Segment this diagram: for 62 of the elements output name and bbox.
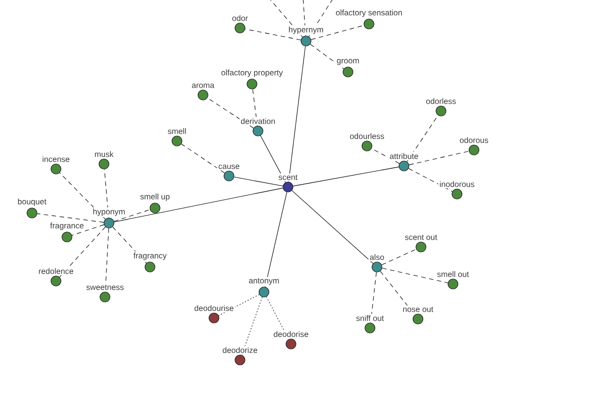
connector-line — [114, 188, 284, 222]
node-label: odorous — [460, 137, 488, 143]
node-label: antonym — [249, 278, 279, 285]
node-label: inodorous — [440, 181, 474, 187]
node-label: sniff out — [356, 315, 384, 321]
connector-line — [371, 148, 400, 164]
node-label: aroma — [192, 84, 214, 88]
node-label: bouquet — [18, 198, 46, 206]
connector-line — [382, 268, 448, 284]
connector-line — [114, 209, 150, 222]
connector-line — [308, 0, 334, 37]
connector-line — [268, 0, 303, 38]
connector-line — [234, 176, 284, 186]
node-label: smell — [168, 128, 186, 134]
connector-line — [408, 168, 453, 192]
node-label: redolence — [38, 268, 74, 274]
node-label: deodorize — [222, 347, 258, 353]
connector-line — [292, 190, 374, 264]
node-label: olfactory property — [221, 70, 283, 77]
connector-line — [59, 172, 106, 220]
node-label: olfactory sensation — [336, 10, 402, 17]
node-label: fragrance — [50, 222, 84, 230]
connector-line — [310, 25, 364, 40]
node-label: nose out — [403, 306, 434, 312]
connector-line — [310, 44, 344, 70]
connector-line — [292, 166, 400, 186]
node-label: also — [370, 254, 384, 260]
connector-line — [72, 224, 104, 236]
node-label: attribute — [390, 153, 418, 159]
connector-line — [406, 115, 438, 162]
node-label: scent out — [405, 234, 438, 240]
connector-line — [288, 46, 306, 182]
connector-line — [408, 150, 470, 166]
node-label: smell out — [437, 271, 469, 277]
connector-line — [382, 248, 416, 266]
connector-line — [244, 28, 302, 40]
node-label: fragrancy — [133, 252, 167, 260]
connector-line — [264, 192, 288, 288]
node-label: odor — [232, 15, 248, 21]
connector-line — [112, 226, 147, 264]
connector-line — [59, 226, 106, 278]
node-label: hyponym — [93, 208, 125, 216]
node-label: sweetness — [86, 284, 124, 290]
node-label: musk — [94, 151, 114, 157]
connector-line — [218, 294, 260, 316]
connector-line — [36, 213, 104, 223]
node-label: odourless — [350, 133, 384, 139]
node-label: smell up — [140, 194, 170, 201]
connector-line — [260, 135, 286, 183]
node-label: groom — [337, 59, 359, 65]
connector-line — [252, 88, 258, 126]
connector-line — [181, 144, 225, 174]
node-label: cause — [218, 164, 240, 169]
node-label: deodorise — [274, 331, 308, 337]
node-label: deodourise — [194, 305, 234, 311]
node-label: scent — [278, 174, 298, 180]
node-label: incense — [42, 156, 70, 162]
node-label: hypernym — [289, 26, 324, 34]
connector-line — [207, 98, 254, 128]
node-label: derivation — [241, 118, 275, 124]
node-label: odorless — [426, 98, 456, 104]
connector-line — [370, 272, 377, 324]
